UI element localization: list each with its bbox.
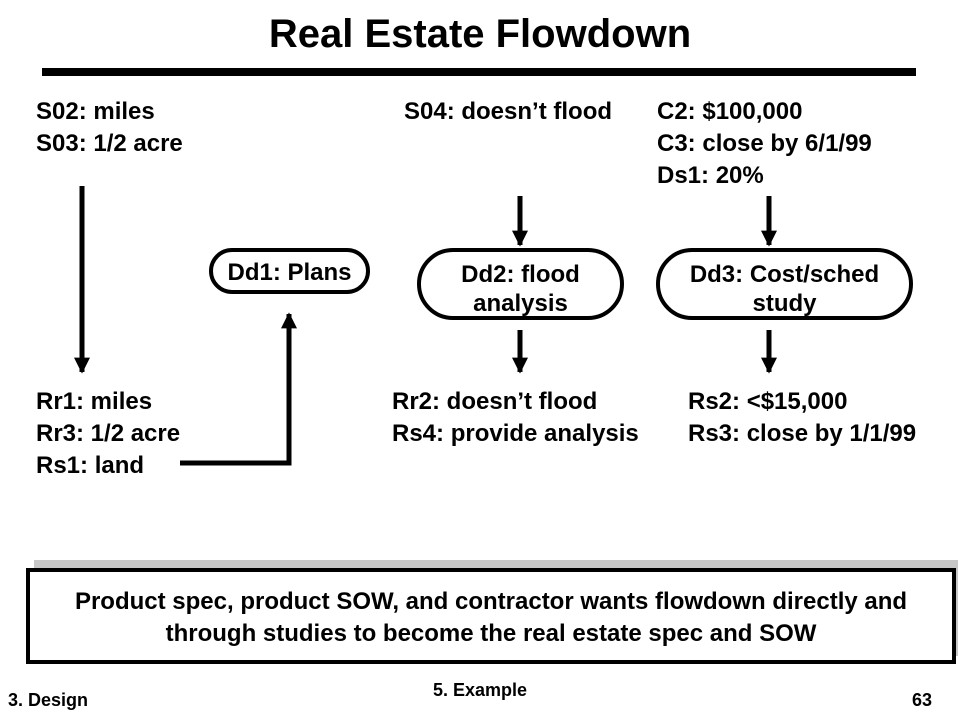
footer-section: 3. Design <box>8 690 89 710</box>
wants-item-c2: C2: $100,000 <box>657 98 803 125</box>
product-sow-item: S04: doesn’t flood <box>404 98 613 125</box>
target-left-block: Rr1: miles Rr3: 1/2 acre Rs1: land <box>36 386 180 482</box>
connector-rs1-to-dd1 <box>180 312 298 466</box>
study-dd3-line1: Dd3: Cost/sched <box>689 261 880 288</box>
study-dd2-line2: analysis <box>473 290 568 317</box>
footer-subsection: 5. Example <box>432 680 528 700</box>
study-dd2-line1: Dd2: flood <box>461 261 580 288</box>
target-rr3: Rr3: 1/2 acre <box>36 420 181 447</box>
footer-page-number: 63 <box>912 690 933 710</box>
study-dd3-line2: study <box>752 290 817 317</box>
contractor-wants-block: C2: $100,000 C3: close by 6/1/99 Ds1: 20… <box>657 96 872 192</box>
target-rs4: Rs4: provide analysis <box>392 420 639 447</box>
target-rs3: Rs3: close by 1/1/99 <box>688 420 917 447</box>
wants-item-c3: C3: close by 6/1/99 <box>657 130 872 157</box>
summary-box: Product spec, product SOW, and contracto… <box>26 568 956 664</box>
title-rule <box>42 68 916 76</box>
wants-item-ds1: Ds1: 20% <box>657 162 764 189</box>
slide-title: Real Estate Flowdown <box>268 12 692 56</box>
study-dd1-pill: Dd1: Plans <box>209 248 370 294</box>
target-rs2: Rs2: <$15,000 <box>688 388 848 415</box>
spec-item-s02: S02: miles <box>36 98 155 125</box>
study-dd2-pill: Dd2: flood analysis <box>417 248 624 320</box>
target-right-block: Rs2: <$15,000 Rs3: close by 1/1/99 <box>688 386 916 450</box>
spec-item-s03: S03: 1/2 acre <box>36 130 183 157</box>
target-middle-block: Rr2: doesn’t flood Rs4: provide analysis <box>392 386 639 450</box>
study-dd1-label: Dd1: Plans <box>227 259 352 286</box>
study-dd3-pill: Dd3: Cost/sched study <box>656 248 913 320</box>
target-rr2: Rr2: doesn’t flood <box>392 388 598 415</box>
target-rs1: Rs1: land <box>36 452 145 479</box>
product-spec-block: S02: miles S03: 1/2 acre <box>36 96 183 160</box>
target-rr1: Rr1: miles <box>36 388 153 415</box>
